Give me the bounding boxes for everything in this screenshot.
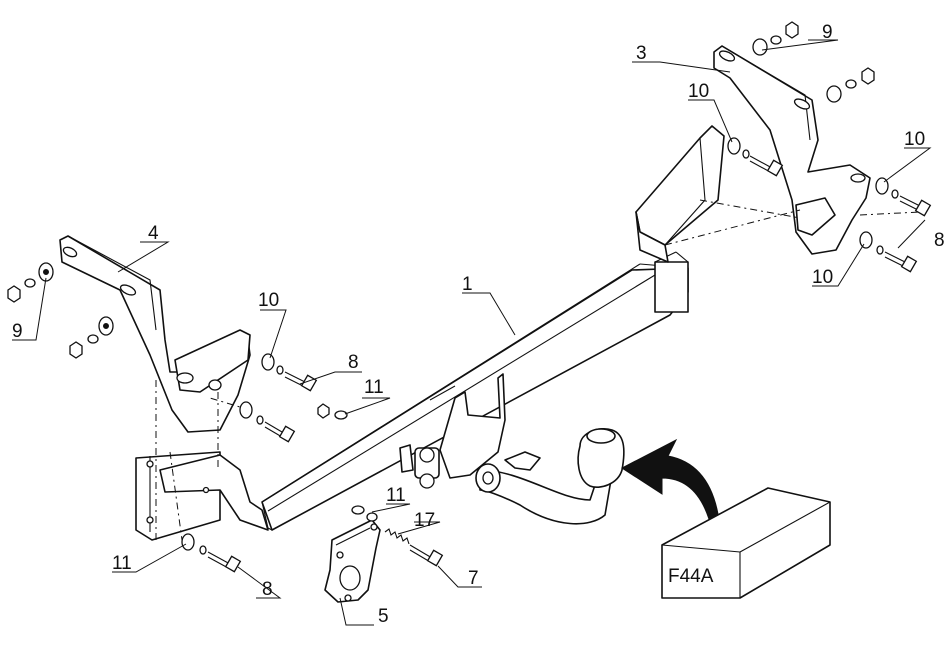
spring-and-bolt	[384, 528, 444, 567]
callout-8-c: 8	[934, 230, 945, 251]
callout-9-b: 9	[822, 22, 833, 43]
callout-17: 17	[414, 510, 435, 531]
callout-10-c: 10	[904, 129, 925, 150]
callout-8-b: 8	[262, 579, 273, 600]
callout-11-c: 11	[386, 485, 406, 506]
direction-arrow	[621, 438, 721, 531]
callout-leaders	[12, 39, 932, 626]
callout-11-b: 11	[364, 377, 384, 398]
callout-9-a: 9	[12, 321, 23, 342]
right-hardware	[727, 21, 932, 273]
right-side-bracket	[635, 125, 725, 263]
callout-1: 1	[462, 274, 473, 295]
right-arm-bracket	[713, 45, 871, 255]
left-arm-bracket	[59, 235, 251, 433]
callout-11-a: 11	[112, 553, 132, 574]
callout-4: 4	[148, 223, 159, 244]
kit-code-label: F44A	[668, 566, 714, 587]
callout-10-b: 10	[688, 81, 709, 102]
socket-plate	[324, 519, 381, 603]
callout-10-d: 10	[812, 267, 833, 288]
left-mount-plate	[135, 451, 269, 541]
callout-7: 7	[468, 568, 479, 589]
callout-5: 5	[378, 606, 389, 627]
main-crossbar	[261, 251, 689, 531]
left-hardware	[7, 262, 378, 573]
callout-labels: 1 3 4 5 7 8 8 8 9 9 10 10 10 10 11 11 11…	[12, 22, 945, 627]
callout-3: 3	[636, 43, 647, 64]
callout-10-a: 10	[258, 290, 279, 311]
tow-ball-neck	[399, 373, 625, 525]
kit-code-box: F44A	[661, 487, 831, 599]
callout-8-a: 8	[348, 352, 359, 373]
